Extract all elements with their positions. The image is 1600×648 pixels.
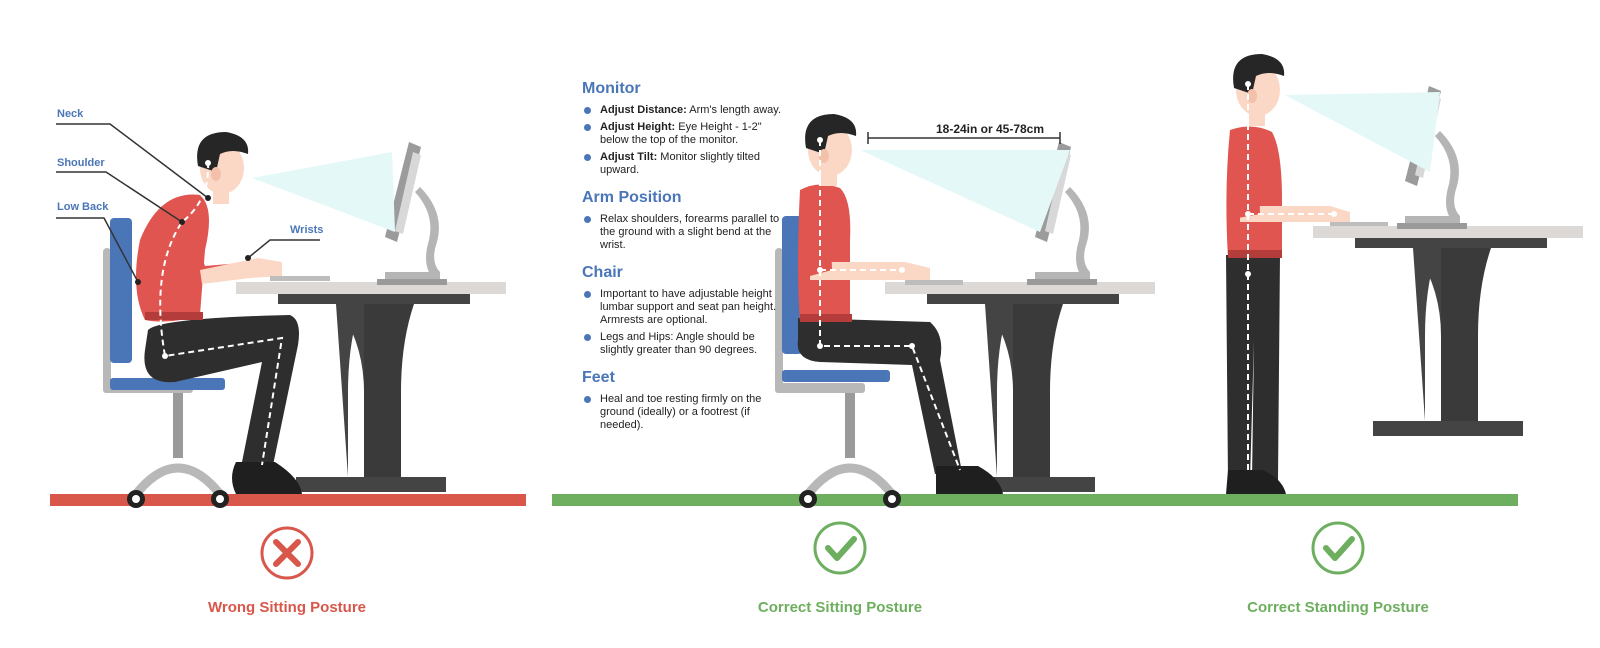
arm-list: Relax shoulders, forearms parallel to th… [582,213,782,252]
feet-heading: Feet [582,369,615,386]
arm-heading: Arm Position [582,189,682,206]
tips-panel: Monitor Adjust Distance: Arm's length aw… [582,80,782,444]
x-icon [260,526,314,580]
wrong-floor [50,494,526,506]
distance-label: 18-24in or 45-78cm [935,122,1045,136]
list-item: Important to have adjustable height lumb… [582,288,782,327]
neck-label: Neck [57,108,84,120]
feet-list: Heal and toe resting firmly on the groun… [582,393,782,432]
sitting-scene [775,114,1155,508]
standing-scene [1226,54,1583,494]
correct-sitting-caption: Correct Sitting Posture [757,599,923,616]
wrists-label: Wrists [290,224,324,236]
list-item: Relax shoulders, forearms parallel to th… [582,213,782,252]
list-item: Adjust Distance: Arm's length away. [582,104,782,117]
list-item: Heal and toe resting firmly on the groun… [582,393,782,432]
monitor-list: Adjust Distance: Arm's length away. Adju… [582,104,782,177]
check-icon [813,521,867,575]
chair-list: Important to have adjustable height lumb… [582,288,782,357]
monitor-heading: Monitor [582,80,641,97]
wrong-scene [56,123,506,508]
list-item: Legs and Hips: Angle should be slightly … [582,331,782,357]
correct-standing-caption: Correct Standing Posture [1247,599,1429,616]
list-item: Adjust Tilt: Monitor slightly tilted upw… [582,151,782,177]
list-item: Adjust Height: Eye Height - 1-2" below t… [582,121,782,147]
shoulder-label: Shoulder [57,157,105,169]
correct-floor [552,494,1518,506]
low-back-label: Low Back [57,201,109,213]
wrong-posture-caption: Wrong Sitting Posture [207,599,367,616]
check-icon [1311,521,1365,575]
chair-heading: Chair [582,264,623,281]
